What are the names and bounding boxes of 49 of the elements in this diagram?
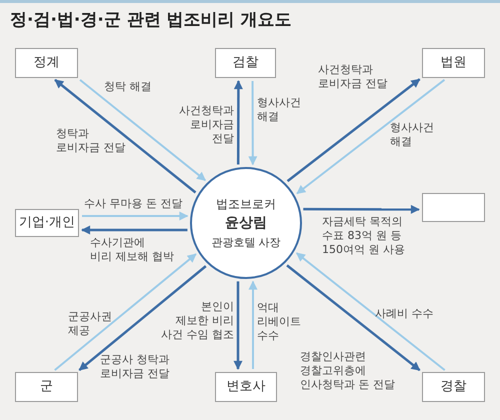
edge-label: 사례비 수수 [375, 307, 434, 321]
edge-label: 형사사건 해결 [390, 121, 434, 148]
edge-label: 자금세탁 목적의 수표 83억 원 등 150여억 원 사용 [322, 215, 405, 256]
node-label: 정계 [34, 55, 60, 71]
arrow [82, 212, 188, 220]
node-label: 검찰 [232, 55, 258, 71]
arrow [81, 226, 188, 234]
arrow [54, 253, 197, 371]
entity-box [422, 372, 485, 402]
node-label: 관광호텔 사장 [211, 236, 281, 250]
node-label: 경찰 [440, 379, 466, 395]
node-label: 변호사 [226, 379, 266, 395]
entity-box [215, 48, 276, 78]
edge-label: 형사사건 해결 [257, 96, 301, 124]
arrow [286, 264, 420, 372]
arrow [234, 80, 243, 165]
arrow [234, 281, 242, 370]
edge-label: 사건청탁과 로비자금 전달 [318, 63, 388, 90]
arrow [303, 204, 420, 214]
edge-label: 본인이 제보한 비리 사건 수임 협조 [161, 300, 234, 342]
entity-box [15, 209, 79, 237]
node-label: 법원 [440, 55, 466, 71]
diagram-title: 정·검·법·경·군 관련 법조비리 개요도 [10, 9, 292, 31]
node-label: 법조브로커 [216, 196, 276, 212]
arrow [296, 79, 446, 194]
entity-box [215, 372, 277, 402]
entity-box [422, 48, 485, 78]
edge-label: 억대 리베이트 수수 [257, 301, 301, 342]
edge-label: 수사 무마용 돈 전달 [84, 197, 182, 211]
arrow [248, 280, 258, 369]
node-label: 윤상림 [225, 215, 267, 232]
arrow [79, 79, 206, 182]
arrow [286, 78, 420, 182]
edge-label: 청탁과 로비자금 전달 [56, 127, 126, 154]
edge-label: 청탁 해결 [104, 80, 152, 94]
empty-box [422, 193, 485, 222]
entity-box [15, 48, 78, 78]
arrow [54, 78, 196, 194]
arrow [78, 265, 207, 372]
edge-label: 군공사권 제공 [68, 310, 112, 338]
node-label: 기업·개인 [18, 215, 76, 231]
edge-label: 군공사 청탁과 로비자금 전달 [100, 353, 170, 380]
edge-label: 사건청탁과 로비자금 전달 [179, 104, 234, 146]
arrow [248, 81, 258, 166]
node-label: 군 [40, 379, 53, 395]
arrow [296, 252, 446, 371]
edge-label: 경찰인사관련 경찰고위층에 인사청탁과 돈 전달 [300, 350, 395, 392]
edge-label: 수사기관에 비리 제보해 협박 [90, 236, 174, 264]
entity-box [15, 372, 78, 402]
